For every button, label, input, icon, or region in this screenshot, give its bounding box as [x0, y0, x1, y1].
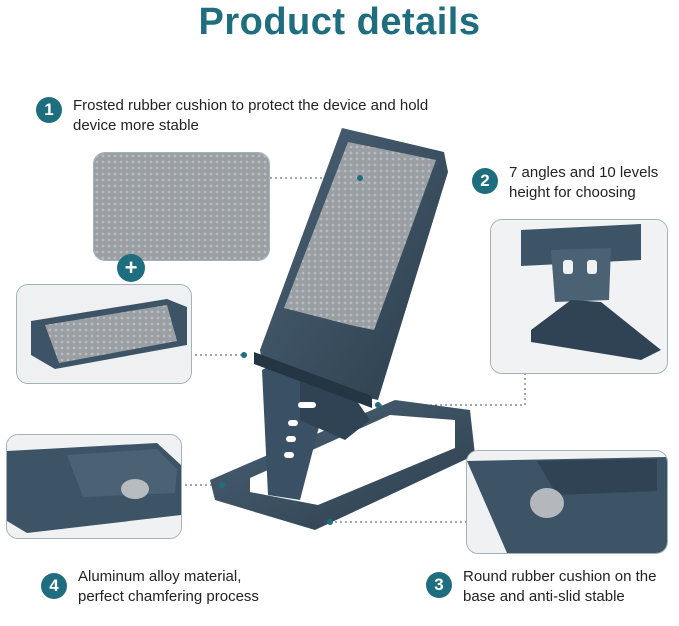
base-cushion-closeup [466, 450, 668, 554]
feature-3-badge: 3 [426, 572, 452, 598]
rubber-texture-closeup [93, 152, 270, 261]
feature-4-text: Aluminum alloy material, perfect chamfer… [78, 568, 259, 605]
chamfer-closeup [6, 434, 182, 539]
feature-1-text: Frosted rubber cushion to protect the de… [73, 97, 429, 134]
feature-4-badge: 4 [41, 573, 67, 599]
holder-closeup-image [17, 285, 191, 383]
page-title: Product details [198, 1, 481, 43]
height-adjust-closeup [490, 219, 668, 374]
feature-3-text: Round rubber cushion on the base and ant… [463, 568, 657, 605]
feature-2-text: 7 angles and 10 levels height for choosi… [509, 164, 659, 201]
base-cushion-image [467, 451, 667, 553]
chamfer-image [7, 435, 181, 538]
feature-1-badge: 1 [36, 97, 62, 123]
plus-icon: + [117, 254, 145, 282]
height-adjust-image [491, 220, 667, 373]
feature-2-badge: 2 [472, 168, 498, 194]
rubber-texture-image [94, 153, 269, 260]
holder-closeup [16, 284, 192, 384]
